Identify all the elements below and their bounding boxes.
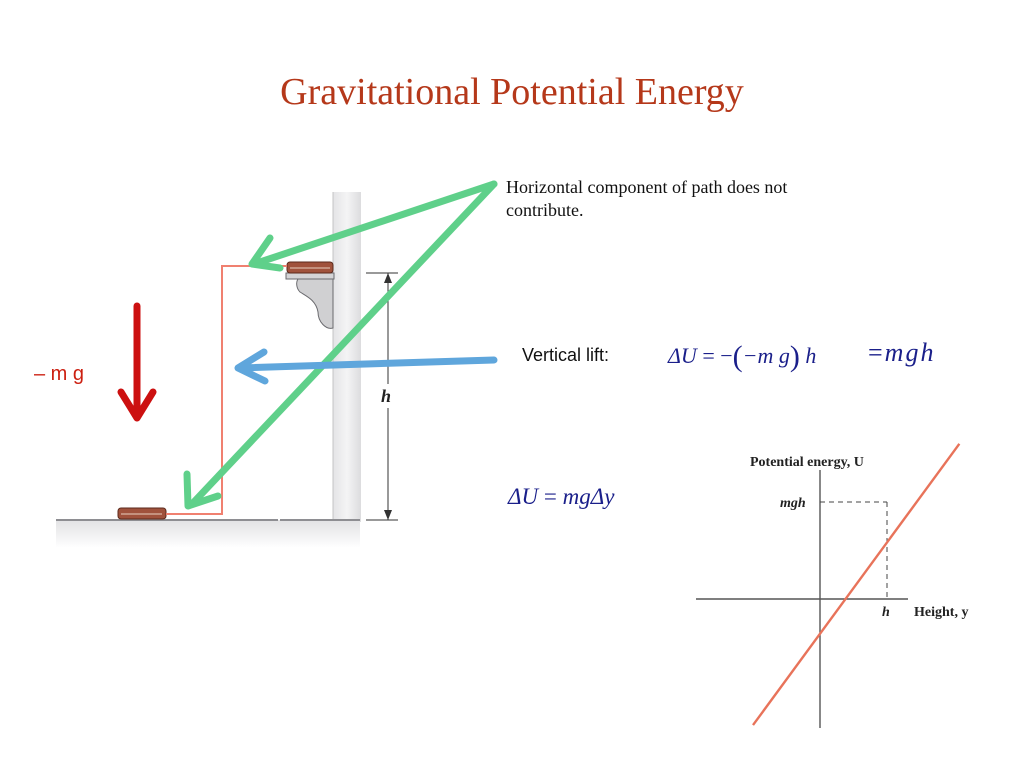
green-arrows bbox=[183, 180, 498, 510]
energy-series-line bbox=[752, 443, 961, 726]
mgh-eq-h: h bbox=[920, 338, 936, 367]
book-on-shelf bbox=[286, 261, 334, 274]
shelf-bracket bbox=[285, 272, 335, 329]
lift-eq-sign: = − bbox=[696, 343, 733, 368]
mgh-eq-m: m bbox=[884, 338, 906, 367]
lift-eq-h: h bbox=[805, 343, 817, 368]
wall-pillar bbox=[332, 192, 361, 522]
floor bbox=[56, 519, 360, 548]
delta-eq-rhs: mgΔy bbox=[562, 484, 615, 509]
mgh-equation: =mgh bbox=[868, 338, 935, 368]
graph-tick-h: h bbox=[882, 605, 890, 620]
horizontal-note: Horizontal component of path does not co… bbox=[506, 177, 788, 220]
energy-graph: Potential energy, U Height, y mgh h bbox=[696, 443, 968, 728]
vertical-lift-label: Vertical lift: bbox=[522, 345, 610, 365]
slide-title: Gravitational Potential Energy bbox=[280, 71, 744, 113]
lift-eq-g: g bbox=[778, 343, 790, 368]
height-label: h bbox=[381, 386, 391, 406]
delta-u-equation: ΔU = mgΔy bbox=[508, 484, 614, 510]
lift-equation: ΔU = −(−m g) h bbox=[668, 340, 817, 373]
lift-eq-lhs: ΔU bbox=[668, 343, 697, 368]
gravity-arrow bbox=[117, 302, 157, 422]
graph-xlabel: Height, y bbox=[914, 605, 968, 620]
blue-arrow bbox=[234, 348, 498, 385]
lift-eq-m: −m bbox=[742, 343, 774, 368]
delta-eq-sign: = bbox=[538, 484, 563, 509]
book-on-floor bbox=[117, 507, 167, 520]
delta-eq-lhs: ΔU bbox=[508, 484, 539, 509]
mgh-eq-g: g bbox=[905, 338, 921, 367]
graph-ylabel: Potential energy, U bbox=[750, 455, 864, 470]
graph-tick-mgh: mgh bbox=[780, 496, 806, 511]
mgh-eq-sign: = bbox=[868, 338, 885, 367]
force-label: – m g bbox=[34, 363, 85, 385]
